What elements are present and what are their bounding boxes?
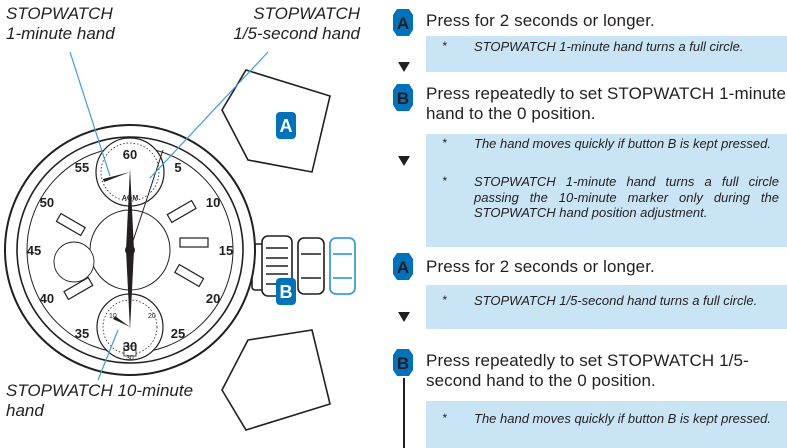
step-3-badge: A (393, 253, 413, 280)
step-1-note: * STOPWATCH 1-minute hand turns a full c… (426, 36, 787, 72)
watch-button-b-badge: B (276, 278, 296, 305)
step-1-text: Press for 2 seconds or longer. (426, 11, 655, 30)
ten-minute-hand (113, 316, 130, 327)
note-marker: * (442, 39, 447, 53)
outer-numeral: 40 (40, 291, 54, 306)
label-stopwatch-10-minute-hand: STOPWATCH 10-minute hand (6, 381, 194, 420)
step-2-badge: B (393, 84, 413, 111)
step-4-note: * The hand moves quickly if button B is … (426, 401, 787, 448)
one-minute-hand (103, 172, 130, 182)
outer-numeral: 50 (40, 195, 54, 210)
procedure-connector (403, 378, 405, 448)
step-3-note-text: STOPWATCH 1/5-second hand turns a full c… (474, 293, 758, 308)
svg-text:A: A (397, 14, 409, 33)
outer-numeral: 55 (75, 160, 89, 175)
step-3-arrow (398, 312, 410, 322)
svg-text:A: A (280, 116, 293, 136)
button-b-housing (221, 329, 331, 431)
outer-numeral: 45 (27, 243, 41, 258)
label-stopwatch-fifth-second-hand: STOPWATCH 1/5-second hand (233, 4, 360, 43)
step-2-text: Press repeatedly to set STOPWATCH 1-minu… (426, 84, 787, 123)
crown-group (251, 235, 325, 297)
step-2-note-2-text: STOPWATCH 1-minute hand turns a full cir… (474, 174, 779, 220)
note-marker: * (442, 293, 447, 307)
fifth-second-hand-needle (129, 149, 164, 251)
outer-numeral: 35 (75, 326, 89, 341)
svg-text:B: B (397, 89, 409, 108)
sub-num-10: 10 (109, 313, 117, 320)
outer-numeral: 60 (123, 147, 137, 162)
step-2-notes: * The hand moves quickly if button B is … (426, 134, 787, 247)
step-3-note: * STOPWATCH 1/5-second hand turns a full… (426, 285, 787, 329)
crown-highlight (329, 237, 356, 295)
step-1-note-text: STOPWATCH 1-minute hand turns a full cir… (474, 39, 744, 54)
note-marker: * (442, 136, 447, 150)
note-marker: * (442, 411, 447, 425)
outer-numeral: 25 (171, 326, 185, 341)
outer-numeral: 5 (174, 160, 181, 175)
outer-numeral: 15 (219, 243, 233, 258)
note-marker: * (442, 174, 447, 188)
step-1-badge: A (393, 9, 413, 36)
step-4-note-text: The hand moves quickly if button B is ke… (474, 411, 771, 426)
step-3-text: Press for 2 seconds or longer. (426, 257, 655, 276)
outer-numeral: 30 (123, 339, 137, 354)
sub-num-20: 20 (148, 313, 156, 320)
svg-text:B: B (397, 354, 409, 373)
svg-text:B: B (280, 282, 293, 302)
step-2-note-1-text: The hand moves quickly if button B is ke… (474, 136, 771, 151)
step-4-badge: B (393, 349, 413, 376)
label-stopwatch-1-minute-hand: STOPWATCH 1-minute hand (6, 4, 115, 43)
sub-num-30: 30 (126, 355, 134, 362)
outer-numeral: 10 (206, 195, 220, 210)
svg-text:A: A (397, 258, 409, 277)
step-2-arrow (398, 156, 410, 166)
outer-numerals: 60 5 10 15 20 25 30 35 40 45 50 55 (27, 147, 233, 354)
outer-numeral: 20 (206, 291, 220, 306)
watch-button-a-badge: A (276, 112, 296, 139)
step-1-arrow (398, 62, 410, 72)
step-4-text: Press repeatedly to set STOPWATCH 1/5-se… (426, 351, 749, 390)
